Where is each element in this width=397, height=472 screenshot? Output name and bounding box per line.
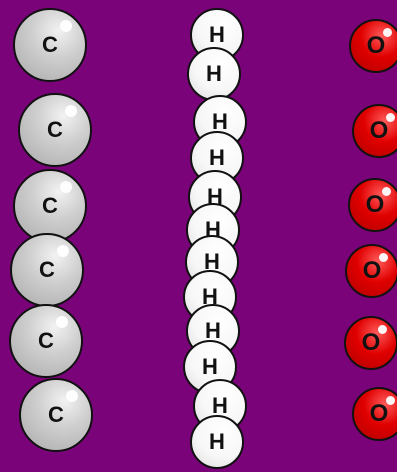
hydrogen-atom-2[interactable]: H bbox=[187, 47, 241, 101]
atom-label: C bbox=[42, 32, 58, 57]
atom-label: H bbox=[202, 354, 218, 379]
atom-label: H bbox=[209, 429, 225, 454]
atom-label: H bbox=[202, 284, 218, 309]
atom-label: O bbox=[362, 257, 382, 284]
atom-label: O bbox=[365, 191, 385, 218]
oxygen-atom-5[interactable]: O bbox=[344, 316, 397, 370]
carbon-atom-4[interactable]: C bbox=[10, 233, 84, 307]
atom-label: C bbox=[48, 402, 64, 427]
atom-label: H bbox=[209, 145, 225, 170]
atom-label: C bbox=[39, 257, 55, 282]
carbon-atom-3[interactable]: C bbox=[13, 169, 87, 243]
atom-label: H bbox=[209, 22, 225, 47]
atom-label: H bbox=[205, 217, 221, 242]
oxygen-atom-6[interactable]: O bbox=[352, 387, 397, 441]
atom-label: H bbox=[204, 249, 220, 274]
carbon-atom-6[interactable]: C bbox=[19, 378, 93, 452]
atom-label: H bbox=[205, 318, 221, 343]
atom-label: H bbox=[207, 184, 223, 209]
atom-label: H bbox=[206, 61, 222, 86]
atom-label: H bbox=[212, 109, 228, 134]
carbon-atom-2[interactable]: C bbox=[18, 93, 92, 167]
atom-label: O bbox=[361, 329, 381, 356]
carbon-atom-5[interactable]: C bbox=[9, 304, 83, 378]
oxygen-atom-3[interactable]: O bbox=[348, 178, 397, 232]
carbon-atom-1[interactable]: C bbox=[13, 8, 87, 82]
atom-label: C bbox=[47, 117, 63, 142]
oxygen-atom-1[interactable]: O bbox=[349, 19, 397, 73]
oxygen-atom-2[interactable]: O bbox=[352, 104, 397, 158]
atom-label: O bbox=[369, 117, 389, 144]
atom-label: O bbox=[369, 400, 389, 427]
atom-label: C bbox=[42, 193, 58, 218]
hydrogen-atom-12[interactable]: H bbox=[190, 415, 244, 469]
atom-label: O bbox=[366, 32, 386, 59]
oxygen-atom-4[interactable]: O bbox=[345, 244, 397, 298]
atom-label: C bbox=[38, 328, 54, 353]
atom-label: H bbox=[212, 393, 228, 418]
